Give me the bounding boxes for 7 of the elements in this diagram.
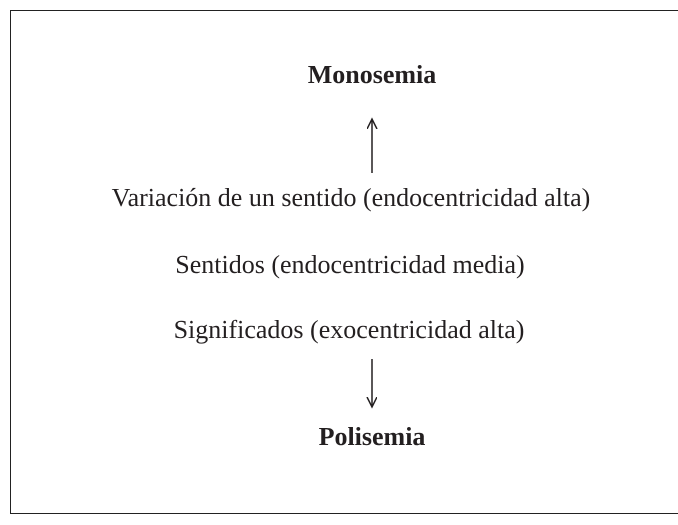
text-label: Monosemia bbox=[308, 60, 436, 90]
text-label: Significados (exocentricidad alta) bbox=[174, 315, 524, 345]
arrow bbox=[366, 359, 378, 408]
text-label: Variación de un sentido (endocentricidad alta) bbox=[112, 183, 590, 213]
arrow bbox=[366, 118, 378, 173]
text-label: Polisemia bbox=[318, 422, 426, 452]
text-label: Sentidos (endocentricidad media) bbox=[175, 250, 525, 280]
